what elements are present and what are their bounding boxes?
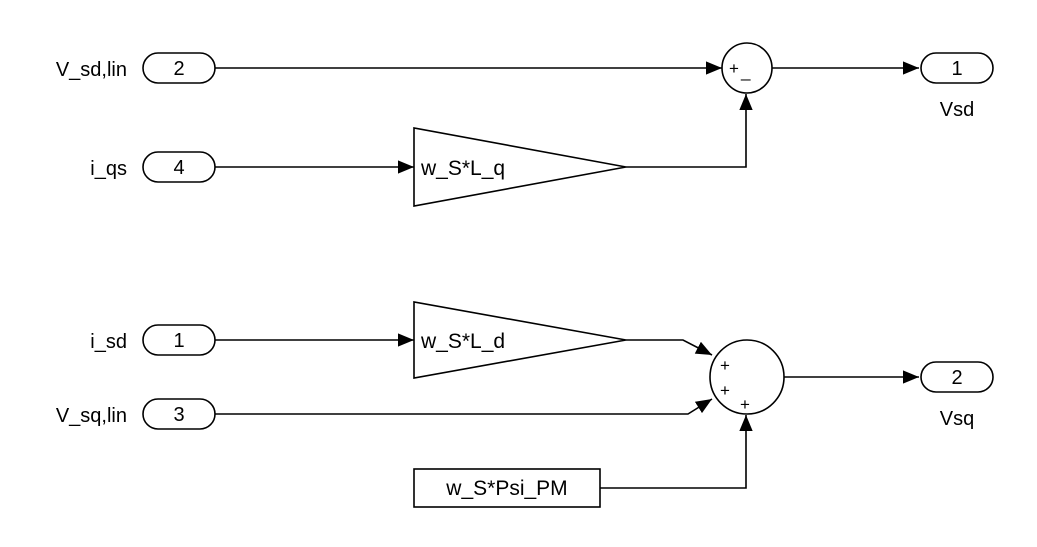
sum1-sign-minus: _ (740, 62, 751, 81)
inport-1-block[interactable]: 1 i_sd (90, 324, 216, 356)
inport-4-block[interactable]: 4 i_qs (90, 151, 216, 183)
inport-3-signal-label: V_sq,lin (56, 405, 127, 427)
constant-label: w_S*Psi_PM (445, 477, 567, 500)
sum-block-vsd[interactable]: + _ (721, 42, 773, 94)
gain-lq-label: w_S*L_q (420, 157, 505, 180)
inport-1-number: 1 (173, 330, 184, 352)
inport-3-number: 3 (173, 404, 184, 426)
sum2-sign-top: + (720, 356, 730, 375)
inport-1-signal-label: i_sd (90, 331, 127, 353)
gain-ld-label: w_S*L_d (420, 330, 505, 353)
inport-2-signal-label: V_sd,lin (56, 59, 127, 81)
outport-1-block[interactable]: 1 Vsd (920, 52, 994, 121)
sum-block-vsq[interactable]: + + + (709, 339, 785, 415)
wire-constant-to-sum2[interactable] (600, 415, 753, 489)
outport-2-name: Vsq (940, 408, 974, 430)
constant-block[interactable]: w_S*Psi_PM (413, 468, 601, 508)
sum1-sign-plus: + (729, 59, 739, 78)
outport-2-number: 2 (951, 367, 962, 389)
inport-4-signal-label: i_qs (90, 158, 127, 180)
gain-block-ld[interactable]: w_S*L_d (413, 301, 627, 379)
wire-inport3-to-sum2[interactable] (215, 398, 713, 415)
wire-gain-ld-to-sum2[interactable] (626, 339, 713, 356)
inport-4-number: 4 (173, 157, 184, 179)
gain-block-lq[interactable]: w_S*L_q (413, 127, 627, 207)
inport-2-number: 2 (173, 58, 184, 80)
outport-2-block[interactable]: 2 Vsq (920, 361, 994, 430)
inport-2-block[interactable]: 2 V_sd,lin (56, 52, 216, 84)
outport-1-number: 1 (951, 58, 962, 80)
sum2-sign-middle: + (720, 381, 730, 400)
inport-3-block[interactable]: 3 V_sq,lin (56, 398, 216, 430)
wire-gain-lq-to-sum1[interactable] (626, 94, 753, 168)
sum2-sign-bottom: + (740, 395, 750, 414)
outport-1-name: Vsd (940, 99, 974, 121)
